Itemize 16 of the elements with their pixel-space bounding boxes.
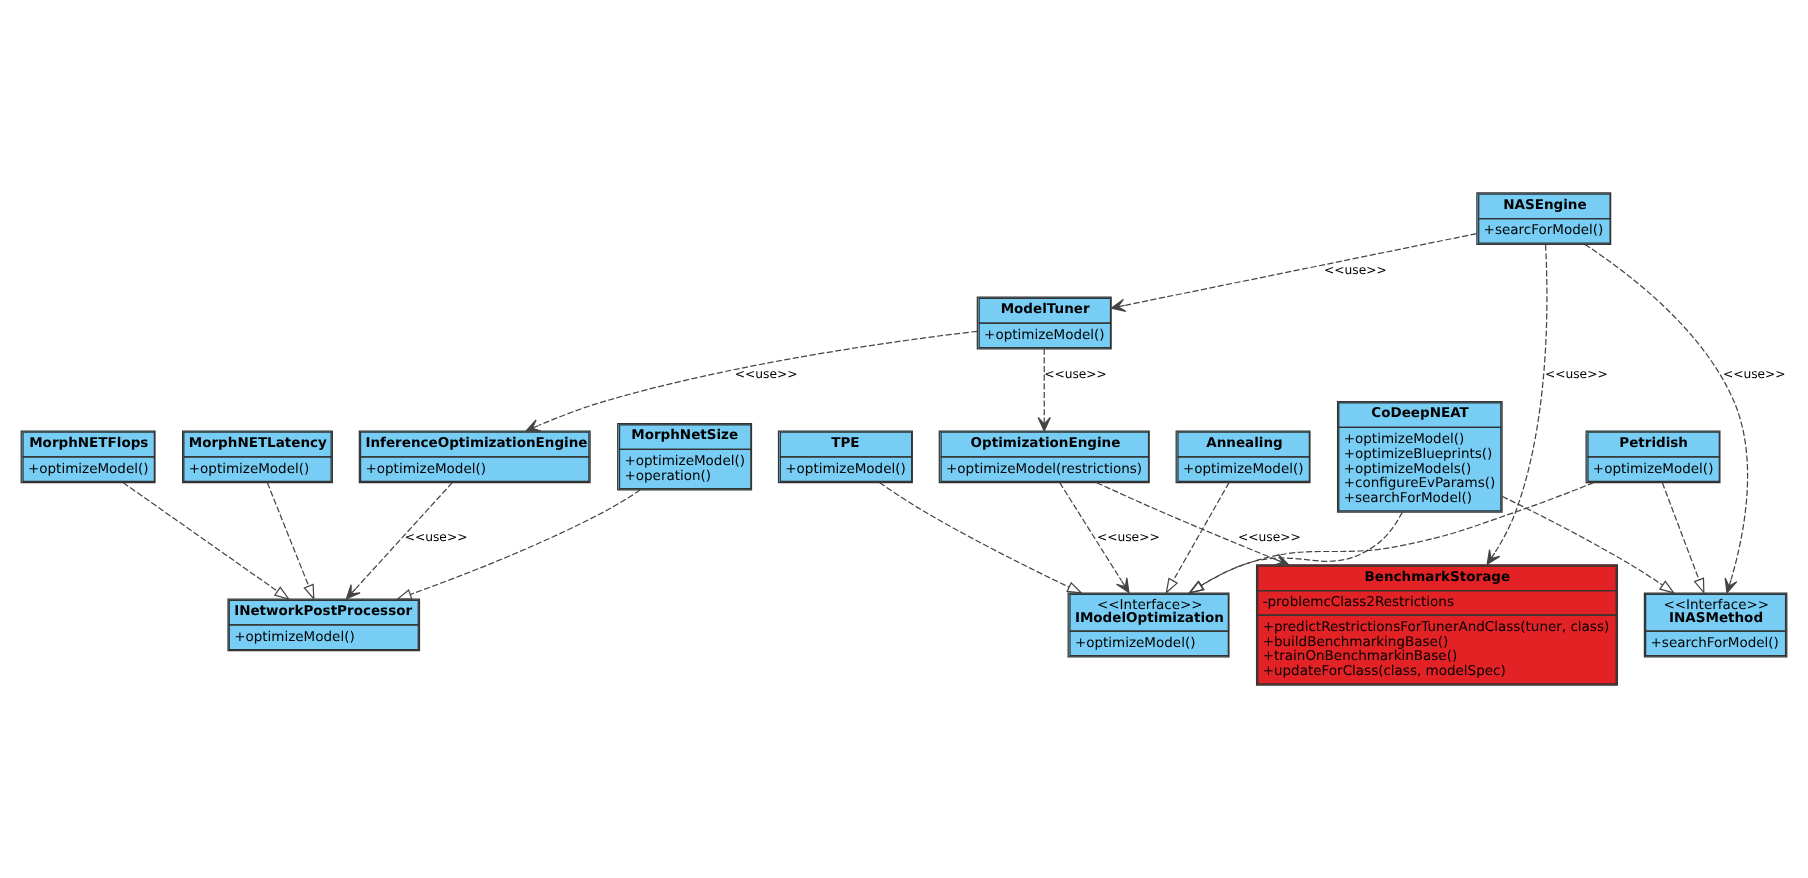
- arrow: [1037, 348, 1051, 432]
- arrow: [1501, 495, 1676, 594]
- arrow: [1165, 482, 1230, 595]
- arrow: [1188, 511, 1403, 594]
- arrow: [1584, 243, 1749, 594]
- arrow: [1661, 482, 1705, 595]
- arrow: [395, 489, 641, 600]
- arrow: [345, 482, 453, 600]
- arrow: [1486, 244, 1548, 565]
- arrow: [122, 482, 291, 601]
- arrow: [1110, 233, 1477, 312]
- arrow: [525, 330, 978, 432]
- arrow: [266, 482, 315, 601]
- arrow: [879, 482, 1084, 594]
- arrow: [1187, 482, 1595, 594]
- arrow: [1059, 482, 1130, 594]
